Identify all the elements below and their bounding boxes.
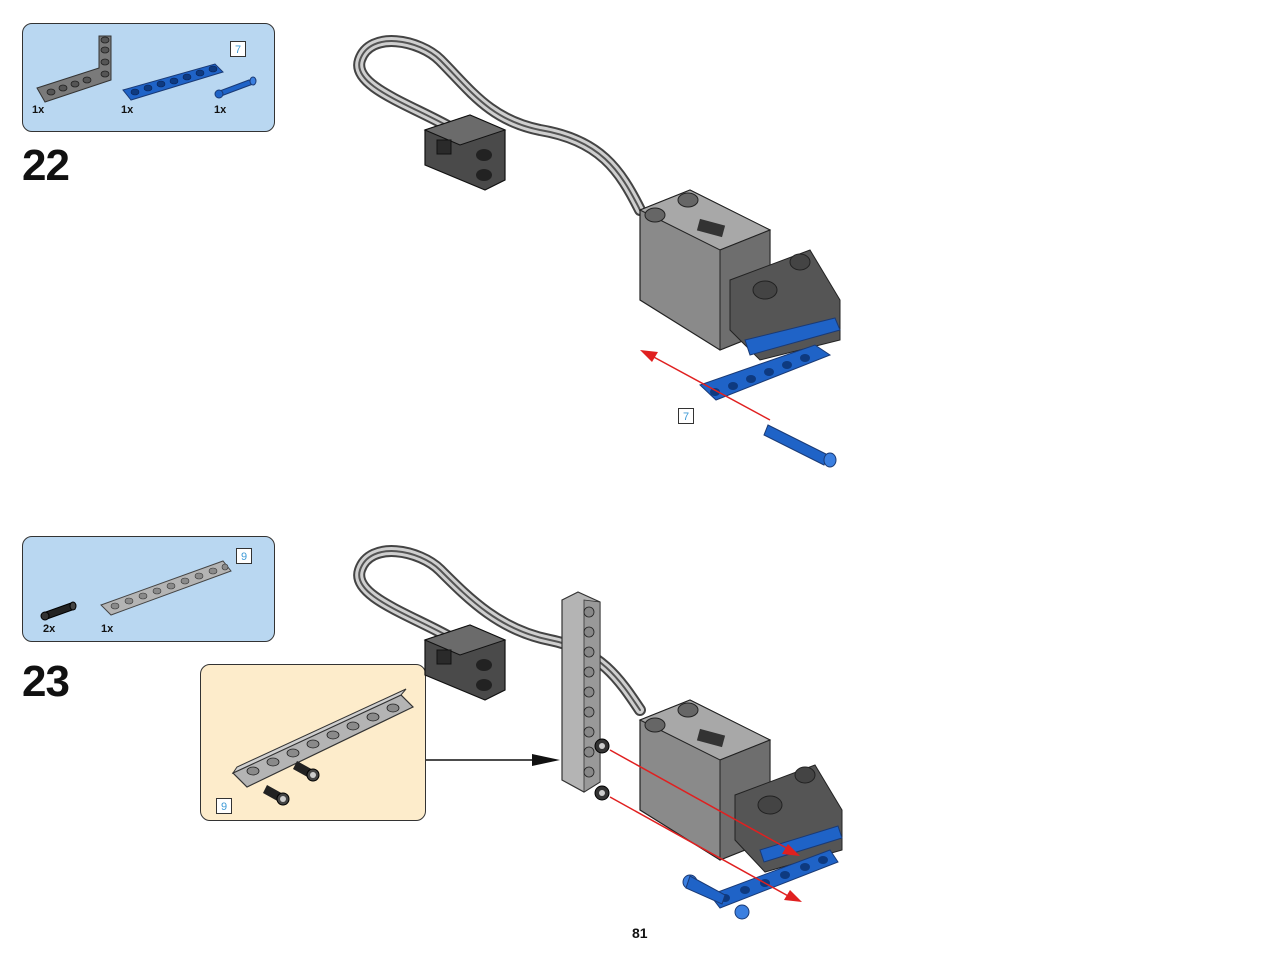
length-badge: 7 xyxy=(678,408,694,424)
part-qty: 1x xyxy=(32,104,45,116)
step-number: 23 xyxy=(22,657,70,706)
part-qty: 1x xyxy=(121,104,134,116)
step-23-parts-panel: 2x 1x 9 xyxy=(22,536,275,642)
direction-arrow xyxy=(609,796,791,898)
direction-arrow xyxy=(649,354,771,421)
axle-pin-icon xyxy=(763,424,837,468)
subassembly-callout: 9 xyxy=(200,664,426,821)
axle-pin-icon xyxy=(682,874,750,920)
cable-connector-icon xyxy=(423,624,507,701)
blue-beam-icon xyxy=(699,344,832,401)
direction-arrow xyxy=(609,749,791,851)
friction-pin-part-icon xyxy=(40,601,77,621)
step-22-parts-panel: 1x 1x 7 1x xyxy=(22,23,275,132)
friction-pin-icon xyxy=(293,761,320,782)
vertical-gray-beam-icon xyxy=(561,591,610,801)
cable-connector-icon xyxy=(423,114,507,191)
l-beam-part-icon xyxy=(36,35,112,103)
length-badge: 7 xyxy=(230,41,246,57)
friction-pin-icon xyxy=(263,785,290,806)
length-badge: 9 xyxy=(236,548,252,564)
step-number: 22 xyxy=(22,141,70,190)
part-qty: 1x xyxy=(101,623,114,635)
page-number: 81 xyxy=(632,925,648,941)
blue-beam-icon xyxy=(709,849,839,909)
gray-beam-part-icon xyxy=(100,560,232,616)
blue-beam-part-icon xyxy=(122,63,224,101)
part-qty: 2x xyxy=(43,623,56,635)
part-qty: 1x xyxy=(214,104,227,116)
subassembly-beam-illustration xyxy=(231,688,415,806)
length-badge: 9 xyxy=(216,798,232,814)
axle-pin-part-icon xyxy=(214,76,257,99)
